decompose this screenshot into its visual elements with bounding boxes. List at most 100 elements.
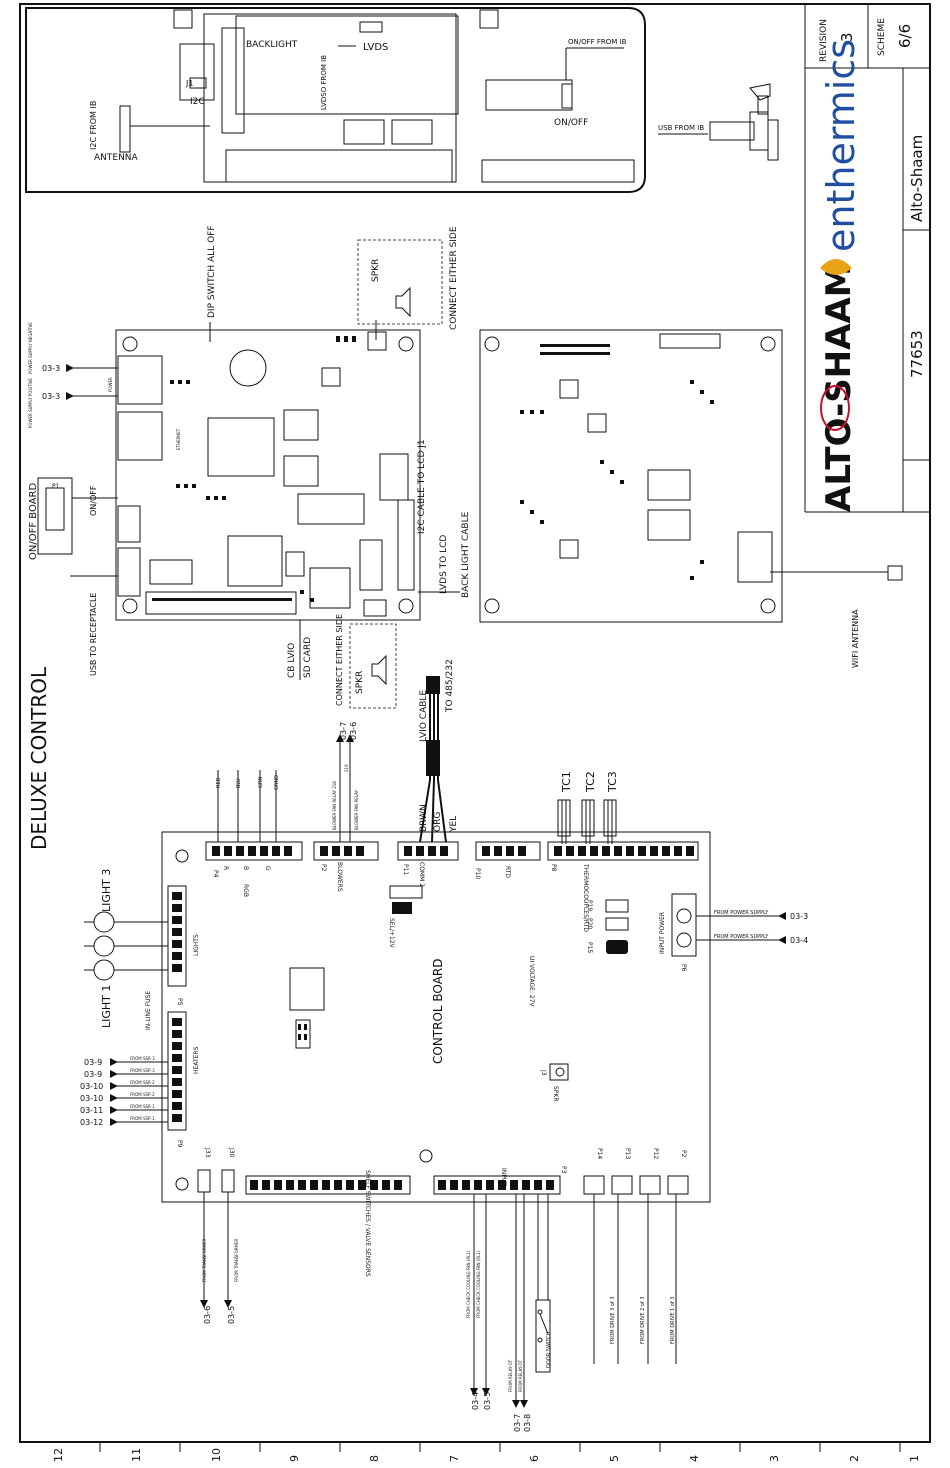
ref-03-10a: 03-10 bbox=[80, 1082, 103, 1091]
ui-voltage-label: UI VOLTAGE: 27V bbox=[528, 956, 535, 1008]
to-485-label: TO 485/232 bbox=[445, 659, 455, 713]
i2c-cable-label: I2C CABLE TO LCD J1 bbox=[417, 439, 427, 534]
grid-ticks bbox=[99, 1442, 901, 1452]
grid-num-2: 2 bbox=[848, 1455, 861, 1462]
num-219: 219 bbox=[344, 764, 349, 772]
p1-label: P1 bbox=[52, 483, 60, 490]
grid-num-3: 3 bbox=[768, 1455, 781, 1462]
wifi-antenna-label: WIFI ANTENNA bbox=[851, 609, 860, 668]
display-assembly: BACKLIGHT LVDS LVDSO FROM IB I2C FROM IB… bbox=[25, 7, 779, 193]
p2b-label: P2 bbox=[680, 1150, 687, 1158]
ref-03-7-top: 03-7 bbox=[339, 722, 348, 740]
grid-num-12: 12 bbox=[52, 1448, 65, 1462]
ethernet-conn-label: ETHERNET bbox=[176, 428, 181, 450]
usb-receptacle-label: USB TO RECEPTACLE bbox=[89, 593, 98, 676]
scheme-label: SCHEME bbox=[877, 18, 887, 56]
connect-either-side-top: CONNECT EITHER SIDE bbox=[449, 226, 459, 330]
ref-03-3-cb: 03-3 bbox=[790, 912, 808, 921]
onoff-label: ON/OFF bbox=[554, 118, 588, 128]
ref-03-7-bottom: 03-7 bbox=[513, 1414, 522, 1432]
p8-label: P8 bbox=[550, 864, 557, 872]
ref-03-4-cb: 03-4 bbox=[790, 936, 808, 945]
onoff-board-label: ON/OFF BOARD bbox=[28, 483, 39, 560]
sel12v-label: SEL/+12V bbox=[388, 918, 395, 949]
i2c-from-ib-label: I2C FROM IB bbox=[89, 101, 98, 150]
control-board: CONTROL BOARD P4 R B G RGB P2 BLOWERS P1… bbox=[80, 831, 808, 1277]
p4-label: P4 bbox=[212, 870, 219, 878]
cb-lvio-label: CB LVIO bbox=[287, 643, 297, 678]
ref-03-3-a: 03-3 bbox=[42, 364, 60, 373]
p9-label: P9 bbox=[176, 1140, 183, 1148]
door-switch-label: DOOR SWITCH bbox=[546, 1331, 552, 1368]
from-ssr-3b: FROM SSR 3 bbox=[130, 1068, 155, 1073]
grid-num-8: 8 bbox=[368, 1455, 381, 1462]
lvds-label: LVDS bbox=[363, 42, 388, 53]
ref-03-9b: 03-9 bbox=[84, 1070, 102, 1079]
input-power-label: INPUT POWER bbox=[659, 912, 666, 954]
i2c-label: I2C bbox=[190, 97, 205, 107]
p11-label: P11 bbox=[402, 864, 409, 875]
p19-label: P19 bbox=[586, 900, 593, 911]
wiring: RED BLU GRN GRND 03-7 03-6 BLOWER FAN RE… bbox=[216, 659, 619, 844]
wire-blu-label: BLU bbox=[236, 778, 242, 788]
p5-label: P5 bbox=[176, 998, 183, 1006]
wire-brwn-label: BRWN bbox=[419, 804, 429, 832]
p13-label: P13 bbox=[624, 1148, 631, 1159]
rgb-label: RGB bbox=[242, 884, 249, 897]
j30-label: J30 bbox=[228, 1147, 235, 1158]
ref-03-12: 03-12 bbox=[80, 1118, 103, 1127]
wire-grnd-label: GRND bbox=[274, 775, 280, 790]
p3-label: P3 bbox=[560, 1166, 567, 1174]
tc3-label: TC3 bbox=[606, 771, 619, 793]
dip-switch-label: DIP SWITCH ALL OFF bbox=[207, 225, 217, 318]
diagram-title: DELUXE CONTROL bbox=[27, 666, 51, 850]
grid-num-4: 4 bbox=[688, 1455, 701, 1462]
revision-label: REVISION bbox=[819, 19, 829, 62]
blower-fan-relay: BLOWER FAN RELAY bbox=[354, 790, 359, 830]
p12-label: P12 bbox=[652, 1148, 659, 1159]
spkr-top-label: SPKR bbox=[371, 259, 381, 282]
ref-03-5b-bottom: 03-5 bbox=[483, 1392, 492, 1410]
enthermics-logo: enthermics bbox=[819, 39, 863, 252]
bottom-wiring: FROM TRANSFORMER FROM TRANSFORMER 03-6 0… bbox=[200, 1192, 677, 1432]
ref-03-11: 03-11 bbox=[80, 1106, 103, 1115]
from-relay-ot2: FROM RELAY-OT bbox=[518, 1359, 523, 1392]
p15-label: P15 bbox=[586, 942, 593, 953]
ref-03-6-bottom: 03-6 bbox=[203, 1306, 212, 1324]
spkr-bottom-label: SPKR bbox=[355, 671, 365, 694]
p10-label: P10 bbox=[474, 868, 481, 879]
grid-num-7: 7 bbox=[448, 1455, 461, 1462]
j1-label: J1 bbox=[185, 79, 193, 88]
from-ssr-2a: FROM SSR 2 bbox=[130, 1080, 155, 1085]
from-check-cooling-rl1: FROM CHECK COOLING FAN (RL1) bbox=[466, 1250, 471, 1318]
r-label: R bbox=[222, 866, 229, 870]
drawing-number: 77653 bbox=[908, 330, 926, 378]
p14-label: P14 bbox=[596, 1148, 603, 1159]
wire-grn-label: GRN bbox=[258, 777, 264, 788]
light3-label: LIGHT 3 bbox=[100, 869, 113, 912]
grid-num-6: 6 bbox=[528, 1455, 541, 1462]
back-light-cable-label: BACK LIGHT CABLE bbox=[461, 511, 471, 598]
from-check-cooling-rl1b: FROM CHECK COOLING FAN (RL1) bbox=[476, 1250, 481, 1318]
from-ssr-1a: FROM SSR 1 bbox=[130, 1104, 155, 1109]
grid-num-10: 10 bbox=[210, 1448, 223, 1462]
thermocouples-label: THERMOCOUPLES/RTD bbox=[582, 863, 589, 932]
input-label: INPUT bbox=[500, 1168, 507, 1186]
from-drive-1: FROM DRIVE 1 of 3 bbox=[670, 1296, 676, 1344]
b-label: B bbox=[242, 866, 249, 870]
enthermics-flame-icon bbox=[820, 259, 852, 275]
control-board-title: CONTROL BOARD bbox=[431, 959, 445, 1064]
g-label: G bbox=[264, 866, 271, 871]
from-drive-2: FROM DRIVE 2 of 3 bbox=[640, 1296, 646, 1344]
heaters-label: HEATERS bbox=[193, 1046, 200, 1074]
shelf-switches-label: SHELF SWITCHES / VALVE SENSORS bbox=[364, 1170, 371, 1277]
lvds-to-lcd-label: LVDS TO LCD bbox=[439, 535, 449, 594]
revision-value: 3 bbox=[838, 32, 856, 42]
backlight-label: BACKLIGHT bbox=[246, 40, 298, 50]
antenna-label: ANTENNA bbox=[94, 153, 139, 163]
alto-shaam-swoosh bbox=[820, 385, 850, 431]
from-power-supply-1: FROM POWER SUPPLY bbox=[714, 910, 769, 916]
lights-label: LIGHTS bbox=[193, 934, 200, 956]
onoff-conn-label: ON/OFF bbox=[89, 485, 98, 516]
